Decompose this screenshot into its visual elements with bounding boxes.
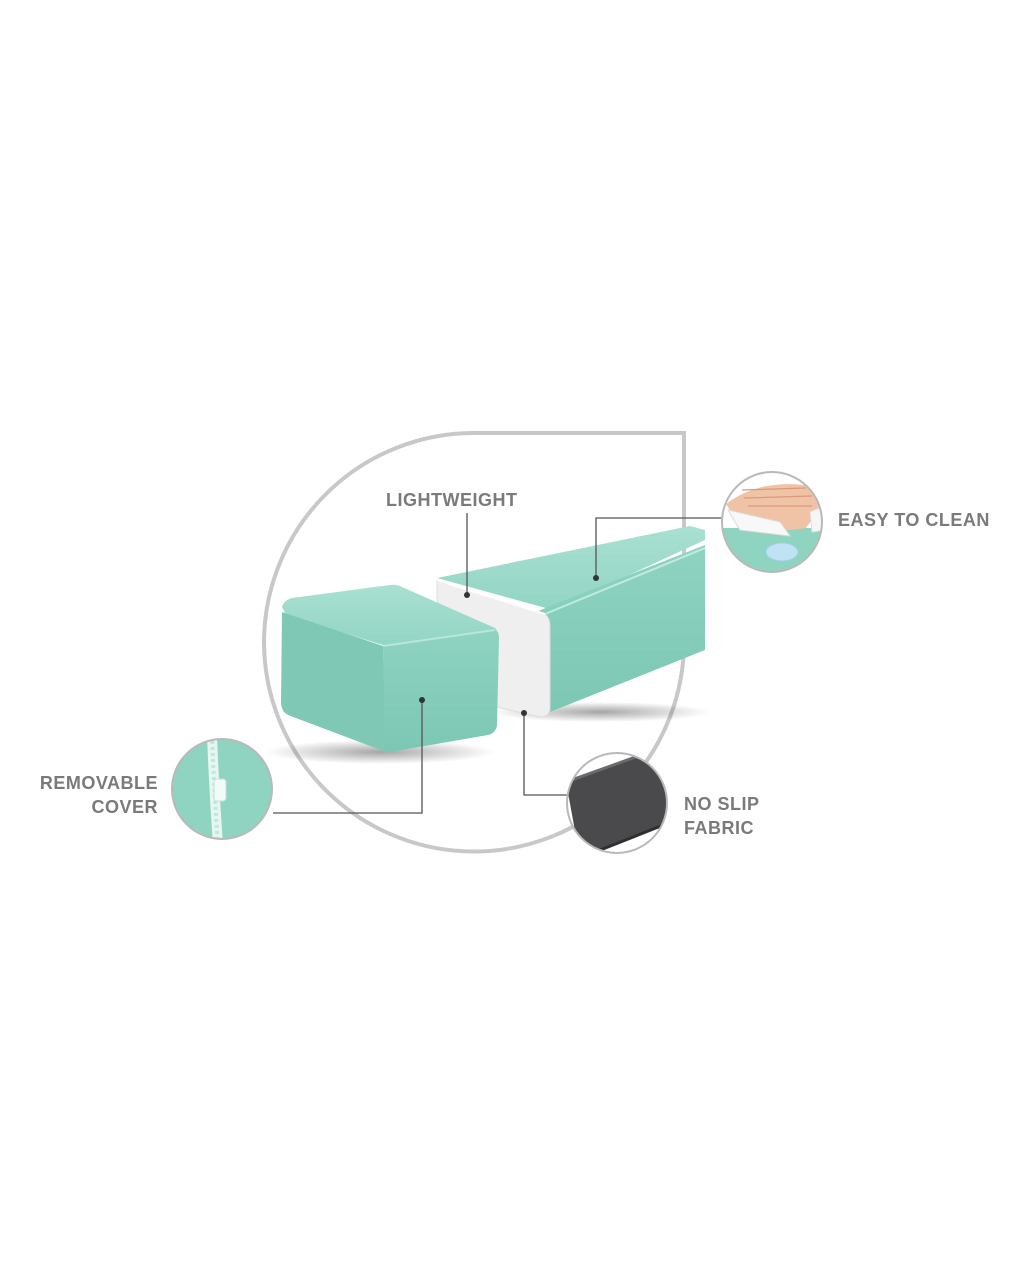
lightweight-label: LIGHTWEIGHT	[386, 490, 518, 510]
removable-cover-line2: COVER	[91, 797, 158, 817]
zipper-icon	[171, 738, 273, 840]
removable-cover-line1: REMOVABLE	[39, 773, 158, 793]
leader-dots	[419, 575, 599, 716]
non-slip-fabric-icon	[566, 752, 668, 854]
floor-shadow	[265, 740, 495, 764]
removable-cover-label: REMOVABLE COVER	[38, 771, 158, 819]
leader-lines	[273, 513, 722, 814]
no-slip-fabric-label: NO SLIP FABRIC	[684, 792, 760, 840]
hand-wipe-icon	[721, 471, 823, 573]
no-slip-fabric-line1: NO SLIP	[684, 794, 760, 814]
easy-to-clean-label: EASY TO CLEAN	[838, 510, 990, 530]
no-slip-fabric-line2: FABRIC	[684, 818, 754, 838]
short-block-segment	[281, 584, 499, 753]
